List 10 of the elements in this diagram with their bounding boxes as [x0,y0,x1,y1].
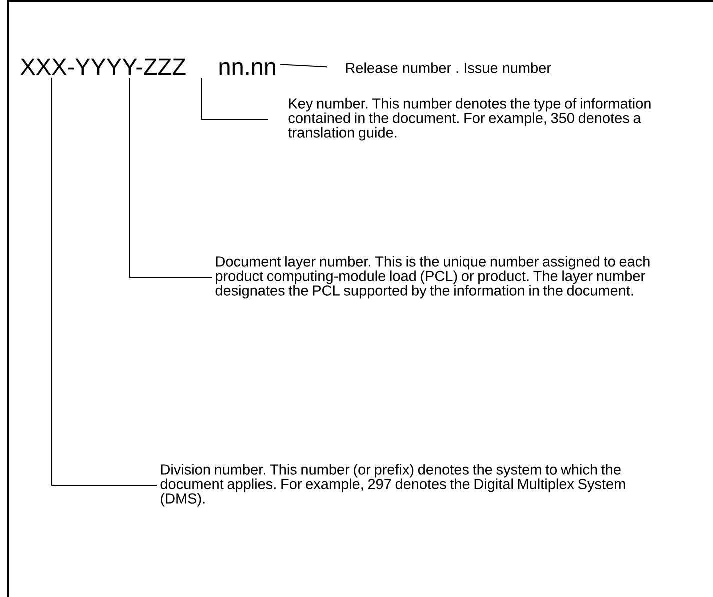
description-text: Document layer number. This is the unique number assigned to each product computing-module load (PCL) or product. The layer number designates the PCL supported by the information in the document. [216,256,650,299]
description-text: Division number. This number (or prefix) denotes the system to which the document applies. For example, 297 denotes the Digital Multiplex System (DMS). [160,464,626,507]
leader-line [280,64,328,68]
leader-line [52,78,158,486]
leader-line [130,78,212,278]
code-text: XXX-YYYY-ZZZ [20,58,186,75]
description-text: Key number. This number denotes the type of information contained in the document. For example, 350 denotes a translation guide. [288,98,651,141]
leader-line [202,78,268,120]
description-text: Release number . Issue number [346,62,552,74]
code-text: nn.nn [220,62,276,75]
